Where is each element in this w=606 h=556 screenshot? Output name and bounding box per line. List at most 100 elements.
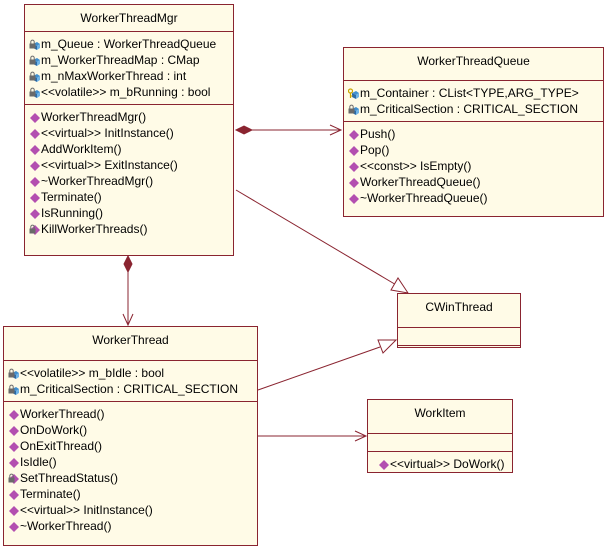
member-row[interactable]: <<volatile>> m_bRunning : bool (29, 84, 233, 100)
member-row[interactable]: <<const>> IsEmpty() (348, 158, 603, 174)
public-operation-icon (29, 176, 40, 187)
member-row[interactable]: WorkerThread() (8, 406, 257, 422)
class-workitem[interactable]: WorkItem <<virtual>> DoWork() (367, 399, 513, 473)
arrowhead-icon (354, 430, 368, 442)
public-operation-icon (349, 193, 359, 204)
class-name: WorkerThreadMgr (25, 5, 233, 32)
public-operation-icon (9, 505, 19, 516)
class-workerthreadqueue[interactable]: WorkerThreadQueue m_Container : CList<TY… (343, 47, 604, 217)
class-workerthreadmgr[interactable]: WorkerThreadMgr m_Queue : WorkerThreadQu… (24, 4, 234, 256)
member-row[interactable]: m_Container : CList<TYPE,ARG_TYPE> (348, 85, 603, 101)
member-row[interactable]: <<volatile>> m_bIdle : bool (8, 365, 257, 381)
public-operation-icon (30, 144, 40, 155)
member-label: m_CriticalSection : CRITICAL_SECTION (20, 382, 239, 396)
operations-compartment: Push()Pop()<<const>> IsEmpty()WorkerThre… (344, 122, 603, 210)
protected-attribute-icon (29, 87, 40, 98)
member-row[interactable]: OnDoWork() (8, 422, 257, 438)
public-operation-icon (8, 409, 19, 420)
member-label: Terminate() (41, 190, 102, 204)
member-row[interactable]: Pop() (348, 142, 603, 158)
member-label: m_nMaxWorkerThread : int (41, 69, 187, 83)
member-row[interactable]: SetThreadStatus() (8, 470, 257, 486)
class-cwinthread[interactable]: CWinThread (397, 293, 521, 348)
composition-diamond-icon (123, 254, 133, 274)
private-attribute-icon (348, 87, 359, 99)
public-operation-icon (29, 208, 40, 219)
member-row[interactable]: Terminate() (8, 486, 257, 502)
member-row[interactable]: ~WorkerThreadMgr() (29, 173, 233, 189)
public-operation-icon (29, 112, 40, 123)
public-operation-icon (379, 459, 389, 470)
member-label: OnDoWork() (20, 423, 88, 437)
public-operation-icon (30, 128, 40, 139)
public-operation-icon (30, 112, 40, 123)
member-row[interactable]: AddWorkItem() (29, 141, 233, 157)
public-operation-icon (378, 459, 389, 470)
member-label: ~WorkerThread() (20, 519, 112, 533)
member-row[interactable]: OnExitThread() (8, 438, 257, 454)
member-row[interactable]: Terminate() (29, 189, 233, 205)
member-row[interactable]: <<virtual>> ExitInstance() (29, 157, 233, 173)
public-operation-icon (9, 425, 19, 436)
member-row[interactable]: <<virtual>> InitInstance() (8, 502, 257, 518)
member-label: Terminate() (20, 487, 81, 501)
member-label: IsIdle() (20, 455, 57, 469)
member-row[interactable]: KillWorkerThreads() (29, 221, 233, 237)
member-label: KillWorkerThreads() (41, 222, 148, 236)
public-operation-icon (8, 489, 19, 500)
member-row[interactable]: IsRunning() (29, 205, 233, 221)
member-row[interactable]: m_CriticalSection : CRITICAL_SECTION (348, 101, 603, 117)
protected-operation-icon (29, 224, 40, 235)
member-row[interactable]: WorkerThreadQueue() (348, 174, 603, 190)
member-row[interactable]: m_nMaxWorkerThread : int (29, 68, 233, 84)
operations-compartment: <<virtual>> DoWork() (368, 452, 512, 472)
public-operation-icon (348, 193, 359, 204)
class-workerthread[interactable]: WorkerThread <<volatile>> m_bIdle : bool… (3, 326, 258, 546)
member-row[interactable]: WorkerThreadMgr() (29, 109, 233, 125)
protected-attribute-icon (8, 368, 19, 379)
public-operation-icon (9, 457, 19, 468)
member-label: m_Container : CList<TYPE,ARG_TYPE> (360, 86, 579, 100)
member-row[interactable]: m_Queue : WorkerThreadQueue (29, 36, 233, 52)
public-operation-icon (349, 145, 359, 156)
member-label: m_Queue : WorkerThreadQueue (41, 37, 217, 51)
protected-attribute-icon (29, 71, 40, 82)
member-label: SetThreadStatus() (20, 471, 119, 485)
member-row[interactable]: ~WorkerThreadQueue() (348, 190, 603, 206)
protected-attribute-icon (348, 104, 359, 115)
operations-compartment: WorkerThreadMgr()<<virtual>> InitInstanc… (25, 105, 233, 241)
protected-attribute-icon (29, 39, 40, 50)
public-operation-icon (29, 192, 40, 203)
operations-compartment: WorkerThread()OnDoWork()OnExitThread()Is… (4, 402, 257, 538)
public-operation-icon (349, 129, 359, 140)
member-row[interactable]: ~WorkerThread() (8, 518, 257, 534)
public-operation-icon (30, 176, 40, 187)
member-row[interactable]: m_WorkerThreadMap : CMap (29, 52, 233, 68)
public-operation-icon (8, 425, 19, 436)
protected-attribute-icon (29, 39, 40, 50)
protected-operation-icon (8, 473, 19, 484)
protected-attribute-icon (29, 87, 40, 98)
member-row[interactable]: <<virtual>> DoWork() (378, 456, 512, 472)
class-name: WorkerThread (4, 327, 257, 361)
protected-attribute-icon (348, 104, 359, 115)
member-row[interactable]: <<virtual>> InitInstance() (29, 125, 233, 141)
protected-attribute-icon (29, 55, 40, 66)
member-label: <<virtual>> DoWork() (390, 457, 505, 471)
composition-diamond-icon (234, 125, 254, 135)
member-label: ~WorkerThreadMgr() (41, 174, 154, 188)
member-row[interactable]: Push() (348, 126, 603, 142)
attributes-compartment (398, 328, 520, 346)
public-operation-icon (29, 160, 40, 171)
member-label: <<volatile>> m_bIdle : bool (20, 366, 165, 380)
member-row[interactable]: m_CriticalSection : CRITICAL_SECTION (8, 381, 257, 397)
member-label: WorkerThreadMgr() (41, 110, 147, 124)
protected-attribute-icon (8, 384, 19, 395)
public-operation-icon (9, 441, 19, 452)
member-label: <<const>> IsEmpty() (360, 159, 472, 173)
member-row[interactable]: IsIdle() (8, 454, 257, 470)
class-name: CWinThread (398, 294, 520, 328)
member-label: <<virtual>> ExitInstance() (41, 158, 178, 172)
protected-attribute-icon (8, 368, 19, 379)
